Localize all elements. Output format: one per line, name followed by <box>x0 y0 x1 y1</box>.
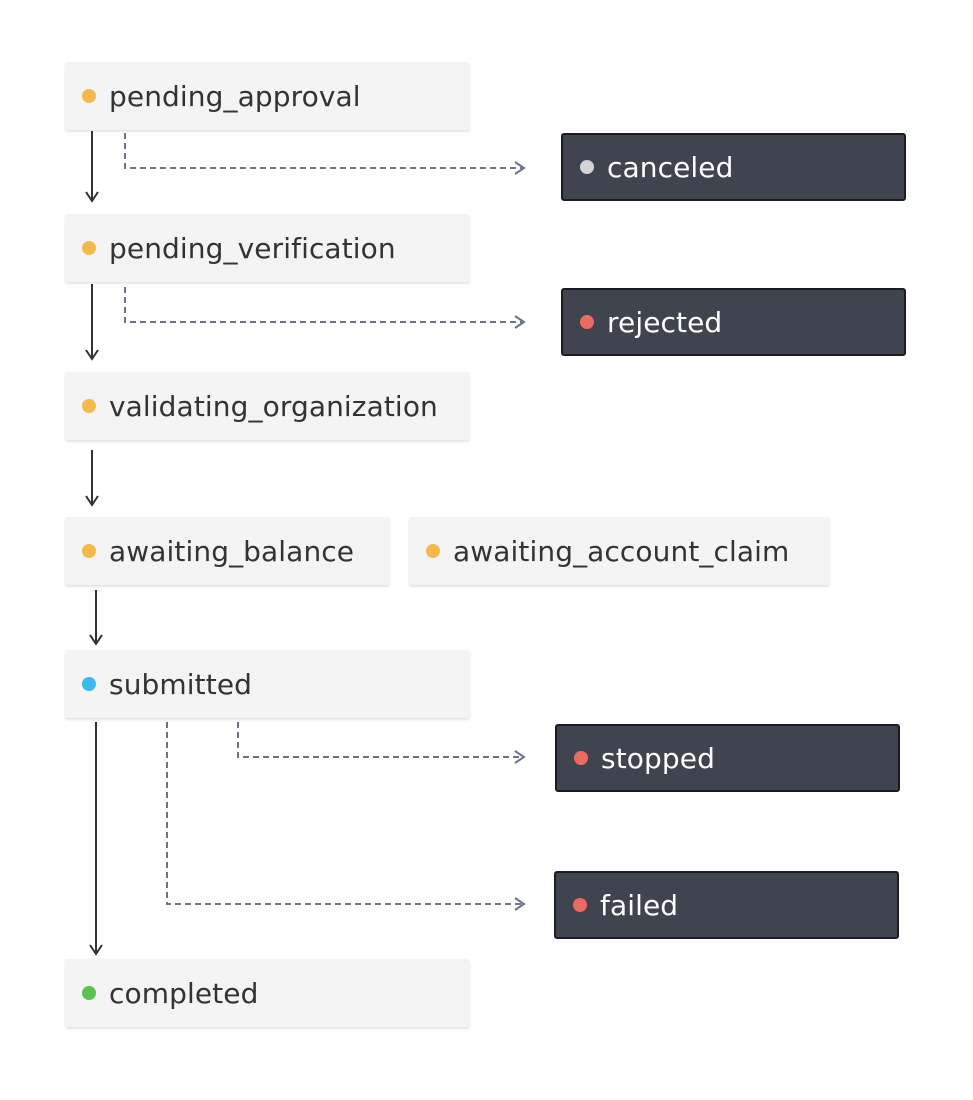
node-completed[interactable]: completed <box>65 959 470 1027</box>
edge-submitted-to-failed <box>166 722 526 911</box>
status-dot-icon <box>82 677 96 691</box>
edge-pending-verification-to-rejected <box>124 287 526 329</box>
node-label: pending_approval <box>109 79 361 113</box>
status-dot-icon <box>82 544 96 558</box>
node-label: completed <box>109 976 259 1010</box>
node-label: canceled <box>607 150 734 184</box>
node-pending-approval[interactable]: pending_approval <box>65 62 470 130</box>
status-dot-icon <box>82 986 96 1000</box>
node-label: rejected <box>607 305 723 339</box>
node-label: awaiting_account_claim <box>453 534 790 568</box>
node-validating-organization[interactable]: validating_organization <box>65 372 470 440</box>
status-dot-icon <box>426 544 440 558</box>
status-dot-icon <box>580 315 594 329</box>
node-awaiting-balance[interactable]: awaiting_balance <box>65 517 390 585</box>
status-dot-icon <box>82 399 96 413</box>
node-stopped[interactable]: stopped <box>555 724 900 792</box>
node-label: awaiting_balance <box>109 534 355 568</box>
node-awaiting-account-claim[interactable]: awaiting_account_claim <box>409 517 830 585</box>
node-label: validating_organization <box>109 389 438 423</box>
edge-pending-approval-to-canceled <box>124 133 526 175</box>
node-failed[interactable]: failed <box>554 871 899 939</box>
status-dot-icon <box>82 241 96 255</box>
status-dot-icon <box>573 898 587 912</box>
node-rejected[interactable]: rejected <box>561 288 906 356</box>
node-label: stopped <box>601 741 715 775</box>
node-pending-verification[interactable]: pending_verification <box>65 214 470 282</box>
node-label: failed <box>600 888 679 922</box>
node-canceled[interactable]: canceled <box>561 133 906 201</box>
status-dot-icon <box>574 751 588 765</box>
node-label: pending_verification <box>109 231 396 265</box>
node-label: submitted <box>109 667 253 701</box>
status-dot-icon <box>82 89 96 103</box>
edge-submitted-to-stopped <box>237 722 526 764</box>
status-dot-icon <box>580 160 594 174</box>
node-submitted[interactable]: submitted <box>65 650 470 718</box>
